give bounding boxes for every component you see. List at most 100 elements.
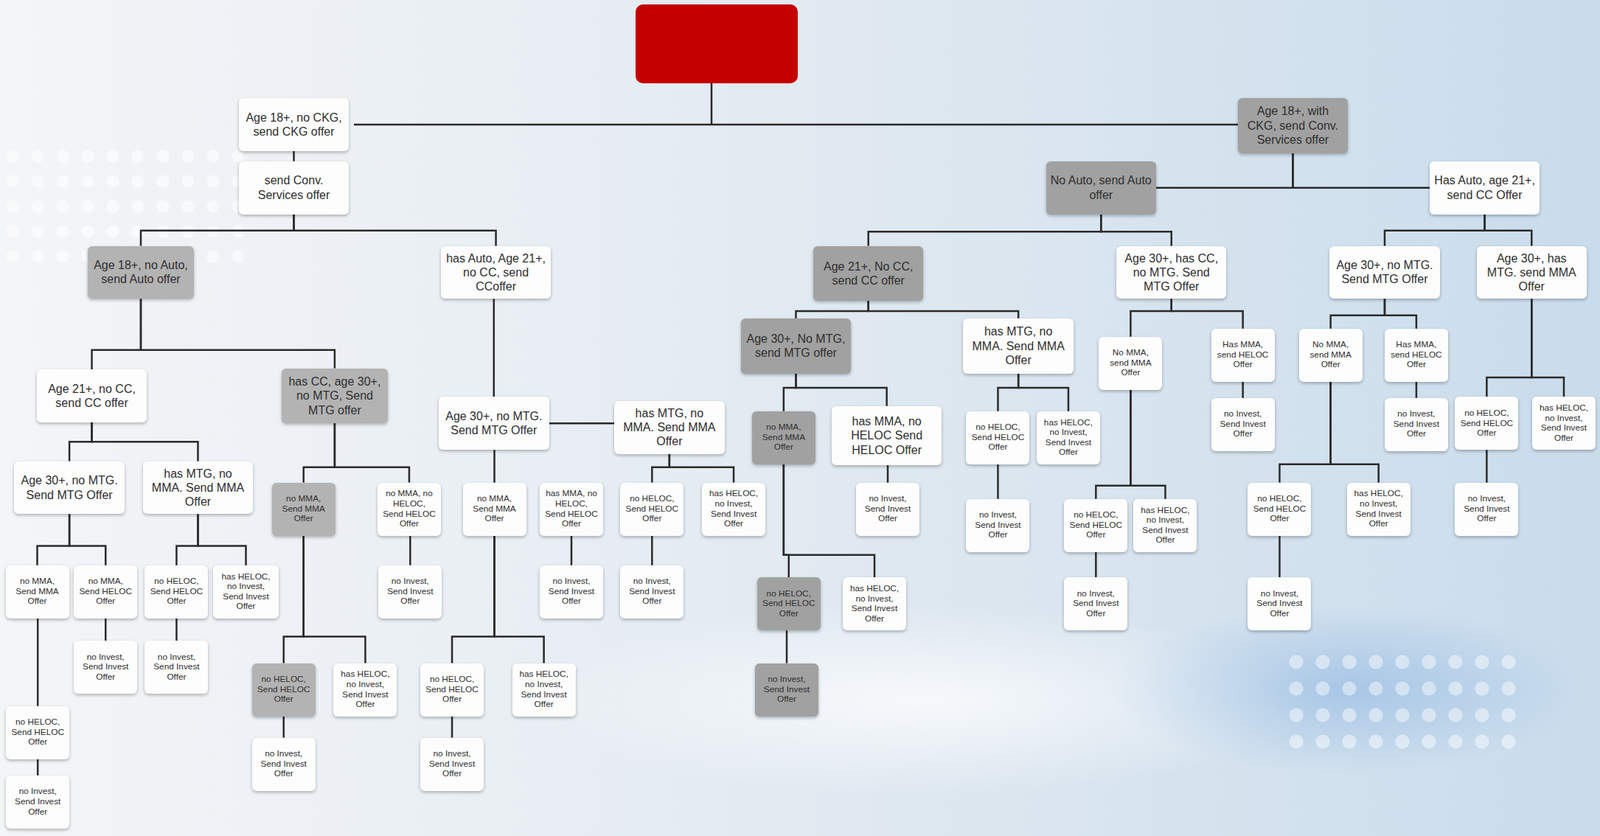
node-text: Age 30+, no MTG. Send MTG Offer [443,409,545,438]
connector [92,422,199,462]
node-text: no Invest, Send Invest Offer [970,510,1025,541]
offer-box: no Invest, Send Invest Offer [965,499,1030,553]
decision-box: has CC, age 30+, no MTG, Send MTG offer [281,368,388,424]
connector [1486,298,1532,397]
offer-box: no HELOC, Send HELOC Offer [5,706,70,760]
connector [1241,381,1244,399]
decision-box: Age 30+, no MTG. Send MTG Offer [1329,246,1440,300]
decision-box: Age 18+, no CKG, send CKG offer [238,98,349,152]
decision-box: Age 21+, No CC, send CC offer [813,246,924,302]
connector [887,465,890,483]
offer-box: no Invest, Send Invest Offer [856,482,920,537]
connector [1278,536,1281,579]
offer-box: has HELOC, no Invest, Send Invest Offer [1532,396,1596,450]
connector [1330,381,1379,483]
connector [795,300,868,319]
node-text: Age 21+, no CC, send CC offer [41,381,143,410]
connector [140,214,295,247]
node-text: no Invest, Send Invest Offer [860,494,916,525]
connector [176,513,198,565]
offer-box: has HELOC, no Invest, Send Invest Offer [512,663,576,717]
decision-box: has MTG, no MMA. Send MMA Offer [962,318,1073,374]
connector [1484,214,1533,247]
connector [494,536,545,664]
node-text: Age 30+, has MTG. send MMA Offer [1481,251,1583,295]
offer-box: no Invest, Send Invest Offer [1211,398,1275,452]
connector [140,298,335,368]
decision-box: Age 30+, no MTG. Send MTG Offer [14,461,124,515]
connector [651,536,654,566]
node-text: has MMA, no HELOC Send HELOC Offer [836,414,938,458]
offer-box: no Invest, Send Invest Offer [252,738,316,792]
node-text: no HELOC, Send HELOC Offer [10,717,65,748]
connector [334,423,410,483]
node-text: no Invest, Send Invest Offer [148,652,204,683]
node-text: no Invest, Send Invest Offer [544,576,599,607]
offer-box: no MMA, no HELOC, Send HELOC Offer [377,482,441,537]
node-text: no HELOC, Send HELOC Offer [1251,494,1307,525]
node-text: has MTG, no MMA. Send MMA Offer [967,324,1069,368]
offer-box: no MMA, Send HELOC Offer [73,565,138,619]
connector [997,373,1019,412]
connector [303,536,366,664]
node-text: has CC, age 30+, no MTG, Send MTG offer [286,374,384,418]
connector [785,630,789,663]
connector [294,214,497,247]
node-text: Age 30+, no MTG. Send MTG Offer [1333,258,1435,287]
decision-box: Age 30+, has CC, no MTG. Send MTG Offer [1116,246,1227,300]
node-text: has HELOC, no Invest, Send Invest Offer [1536,403,1592,444]
node-text: has HELOC, no Invest, Send Invest Offer [218,572,274,612]
connector [1292,153,1429,189]
connector [1130,298,1171,337]
connector [669,454,734,483]
offer-box: has HELOC, no Invest, Send Invest Offer [1133,499,1197,553]
connector [303,423,335,483]
node-text: has MTG, no MMA. Send MMA Offer [147,466,249,510]
connector [92,298,141,370]
node-text: no HELOC, Send HELOC Offer [148,576,204,607]
connector [1384,214,1485,247]
offer-box: No MMA, send MMA Offer [1299,328,1363,382]
node-text: no MMA, Send MMA Offer [756,422,812,453]
offer-box: no Invest, Send Invest Offer [1063,577,1128,631]
connector [549,422,615,425]
connector [409,536,412,566]
node-text: no HELOC, Send HELOC Offer [1068,510,1123,541]
node-text: Age 30+, has CC, no MTG. Send MTG Offer [1120,251,1222,295]
connector [282,716,285,739]
decision-box: Age 18+, no Auto, send Auto offer [87,246,194,300]
offer-box: Has MMA, send HELOC Offer [1384,328,1449,382]
node-text: has Auto, Age 21+, no CC, send CCoffer [445,251,547,295]
node-text: no Invest, Send Invest Offer [624,576,680,607]
connector [1095,390,1131,500]
offer-box: no HELOC, Send HELOC Offer [1063,499,1128,553]
connector [1279,381,1331,483]
offer-box: has HELOC, no Invest, Send Invest Offer [701,482,766,537]
connector [570,536,573,566]
node-text: has HELOC, no Invest, Send Invest Offer [1041,418,1096,458]
decision-box: has MTG, no MMA. Send MMA Offer [614,401,725,455]
node-text: has MMA, no HELOC, Send HELOC Offer [544,488,599,529]
offer-box: no Invest, Send Invest Offer [73,640,138,694]
node-text: Age 18+, no CKG, send CKG offer [243,110,345,139]
node-text: no MMA, no HELOC, Send HELOC Offer [381,488,437,529]
connector [104,618,107,641]
connector [795,373,887,407]
connector [1485,449,1488,483]
connector [868,214,1102,247]
decision-box: Has Auto, age 21+, send CC Offer [1429,161,1540,215]
offer-box: no HELOC, Send HELOC Offer [1247,482,1311,537]
connector [651,454,670,483]
connector [197,513,246,565]
connector [36,759,40,776]
connector [1171,298,1244,329]
decision-box: Age 30+, No MTG, send MTG offer [741,318,851,374]
connector [1100,214,1172,247]
connector [1415,381,1418,399]
offer-box: has MMA, no HELOC, Send HELOC Offer [539,482,604,537]
node-text: No Auto, send Auto offer [1050,173,1152,202]
node-text: Age 18+, no Auto, send Auto offer [92,258,190,287]
connector [783,373,797,412]
decision-box: Age 30+, has MTG. send MMA Offer [1476,246,1587,300]
node-text: send Conv. Services offer [243,173,345,202]
